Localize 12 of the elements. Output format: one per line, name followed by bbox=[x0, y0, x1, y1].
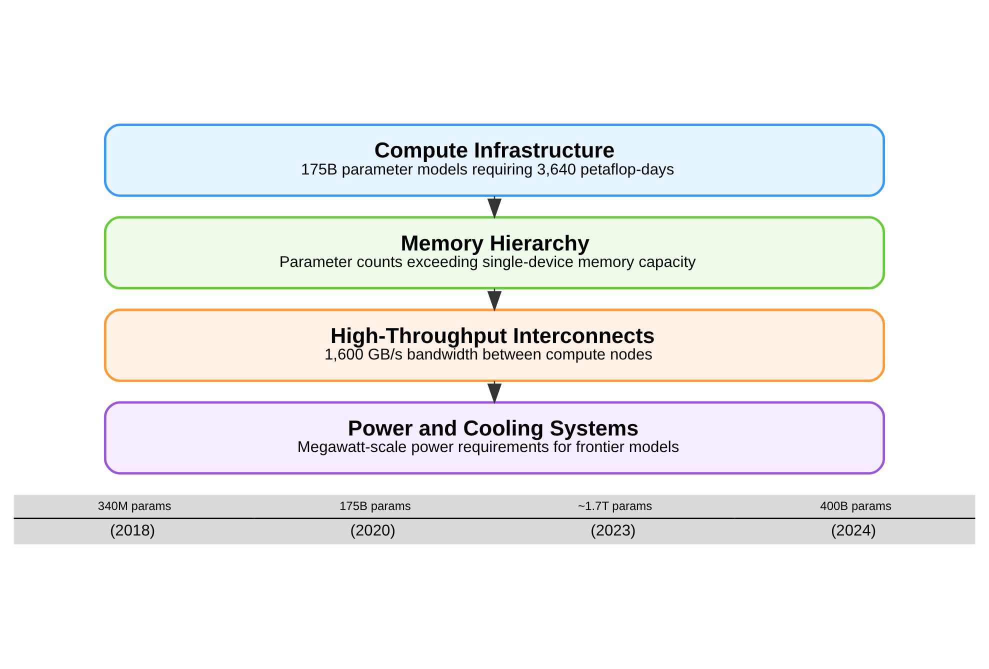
label: (2018) bbox=[110, 522, 156, 540]
node-box: Power and Cooling Systems Megawatt-scale power requirements for frontier models bbox=[104, 401, 886, 474]
node-box: Compute Infrastructure 175B parameter models requiring 3,640 petaflop-days bbox=[104, 124, 886, 197]
label: 175B params bbox=[339, 498, 411, 513]
label: 400B params bbox=[820, 498, 892, 513]
label: (2023) bbox=[590, 522, 636, 540]
label: (2020) bbox=[350, 522, 396, 540]
label: (2024) bbox=[830, 522, 876, 540]
node-box: Memory Hierarchy Parameter counts exceeding single-device memory capacity bbox=[104, 216, 886, 290]
label: 340M params bbox=[98, 498, 172, 513]
label: ~1.7T params bbox=[578, 498, 652, 513]
node-box: High-Throughput Interconnects 1,600 GB/s bandwidth between compute nodes bbox=[104, 308, 886, 382]
